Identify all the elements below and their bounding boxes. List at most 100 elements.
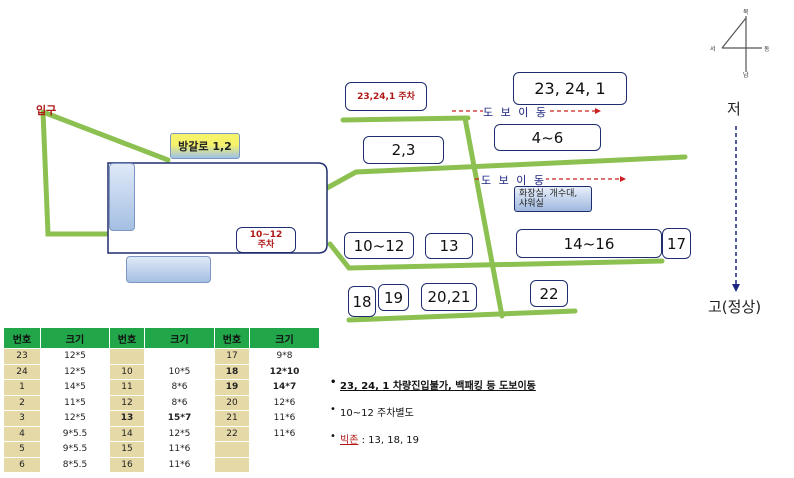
site-number-cell: 3 bbox=[3, 410, 41, 427]
header-size-1: 크기 bbox=[40, 327, 110, 349]
site-number-cell: 10 bbox=[109, 363, 145, 380]
site-number-cell: 19 bbox=[214, 379, 250, 396]
compass-west: 서 bbox=[710, 46, 716, 53]
low-elevation-label: 저 bbox=[727, 100, 741, 118]
site-14-16: 14~16 bbox=[516, 229, 662, 258]
site-size-cell: 11*6 bbox=[144, 456, 215, 473]
site-size-cell: 9*8 bbox=[249, 348, 320, 365]
site-23-24-1: 23, 24, 1 bbox=[513, 72, 627, 105]
site-number-cell: 6 bbox=[3, 456, 41, 473]
site-number-cell: 14 bbox=[109, 425, 145, 442]
site-size-cell: 11*6 bbox=[144, 441, 215, 458]
site-number-cell: 5 bbox=[3, 441, 41, 458]
site-size-cell: 12*5 bbox=[40, 363, 110, 380]
site-number-cell: 1 bbox=[3, 379, 41, 396]
big-zone-label: 빅존 bbox=[340, 435, 359, 446]
site-22: 22 bbox=[530, 280, 568, 307]
parking-10-12-line1: 10~12 bbox=[249, 230, 283, 240]
site-size-cell: 14*7 bbox=[249, 379, 320, 396]
site-18: 18 bbox=[348, 286, 376, 317]
site-size-cell: 8*6 bbox=[144, 394, 215, 411]
site-2-3: 2,3 bbox=[363, 136, 444, 164]
walk-arrow-1-head bbox=[595, 108, 601, 114]
site-number-cell: 16 bbox=[109, 456, 145, 473]
site-number-cell: 24 bbox=[3, 363, 41, 380]
road-lower bbox=[327, 241, 665, 271]
site-number-cell: 23 bbox=[3, 348, 41, 365]
road-bottom bbox=[346, 308, 578, 323]
site-number-cell: 13 bbox=[109, 410, 145, 427]
facility-box: 화장실, 개수대, 샤워실 bbox=[514, 186, 592, 212]
bangalro-1-block bbox=[109, 163, 135, 231]
site-size-cell: 9*5.5 bbox=[40, 441, 110, 458]
header-num-3: 번호 bbox=[214, 327, 250, 349]
site-13: 13 bbox=[425, 233, 473, 259]
site-size-cell: 12*10 bbox=[249, 363, 320, 380]
header-size-2: 크기 bbox=[144, 327, 215, 349]
site-size-cell: 15*7 bbox=[144, 410, 215, 427]
site-size-cell: 10*5 bbox=[144, 363, 215, 380]
note-big-zone: 빅존 : 13, 18, 19 bbox=[330, 431, 420, 446]
site-size-cell bbox=[249, 456, 320, 473]
parking-10-12: 10~12 주차 bbox=[236, 227, 296, 253]
site-number-cell: 20 bbox=[214, 394, 250, 411]
site-size-cell: 8*6 bbox=[144, 379, 215, 396]
site-number-cell: 22 bbox=[214, 425, 250, 442]
compass-north: 북 bbox=[743, 9, 749, 16]
walk-arrow-2-head bbox=[620, 176, 626, 182]
site-size-cell: 9*5.5 bbox=[40, 425, 110, 442]
site-size-cell: 12*6 bbox=[249, 394, 320, 411]
site-17: 17 bbox=[662, 228, 691, 259]
site-number-cell: 18 bbox=[214, 363, 250, 380]
entrance-label: 입구 bbox=[36, 104, 57, 117]
site-4-6: 4~6 bbox=[494, 124, 601, 151]
parking-23-24-1: 23,24,1 주차 bbox=[345, 82, 427, 111]
site-20-21: 20,21 bbox=[421, 283, 477, 311]
road-middle bbox=[324, 154, 688, 191]
site-number-cell: 15 bbox=[109, 441, 145, 458]
header-num-1: 번호 bbox=[3, 327, 41, 349]
site-size-cell: 8*5.5 bbox=[40, 456, 110, 473]
bangalro-label: 방갈로 1,2 bbox=[170, 133, 240, 159]
compass-south: 남 bbox=[743, 72, 749, 79]
table-header-row: 번호 크기 번호 크기 번호 크기 bbox=[3, 327, 320, 349]
site-size-cell: 12*5 bbox=[40, 348, 110, 365]
header-size-3: 크기 bbox=[249, 327, 320, 349]
site-number-cell bbox=[109, 348, 145, 365]
walk-label-2: 도 보 이 동 bbox=[481, 172, 546, 188]
compass-icon bbox=[721, 16, 762, 72]
site-size-cell bbox=[144, 348, 215, 365]
parking-23-24-1-label: 23,24,1 주차 bbox=[357, 91, 415, 102]
site-size-cell bbox=[249, 441, 320, 458]
slope-arrow-head bbox=[732, 284, 740, 292]
big-zone-sites: : 13, 18, 19 bbox=[358, 435, 420, 446]
site-number-cell: 12 bbox=[109, 394, 145, 411]
road-top bbox=[340, 115, 471, 123]
note-separate-parking: 10~12 주차별도 bbox=[330, 404, 414, 419]
note-no-vehicle: 23, 24, 1 차량진입불가, 백패킹 등 도보이동 bbox=[330, 377, 536, 392]
site-size-cell: 12*5 bbox=[144, 425, 215, 442]
compass-east: 동 bbox=[764, 46, 770, 53]
site-number-cell: 21 bbox=[214, 410, 250, 427]
high-elevation-label: 고(정상) bbox=[708, 298, 762, 316]
site-10-12: 10~12 bbox=[344, 232, 414, 259]
bangalro-2-block bbox=[126, 256, 211, 283]
site-number-cell: 11 bbox=[109, 379, 145, 396]
site-size-cell: 11*6 bbox=[249, 410, 320, 427]
walk-label-1: 도 보 이 동 bbox=[483, 104, 548, 120]
site-number-cell bbox=[214, 456, 250, 473]
site-number-cell: 17 bbox=[214, 348, 250, 365]
site-size-cell: 12*5 bbox=[40, 410, 110, 427]
site-number-cell: 2 bbox=[3, 394, 41, 411]
site-19: 19 bbox=[378, 284, 409, 311]
road-vertical bbox=[462, 115, 505, 319]
header-num-2: 번호 bbox=[109, 327, 145, 349]
